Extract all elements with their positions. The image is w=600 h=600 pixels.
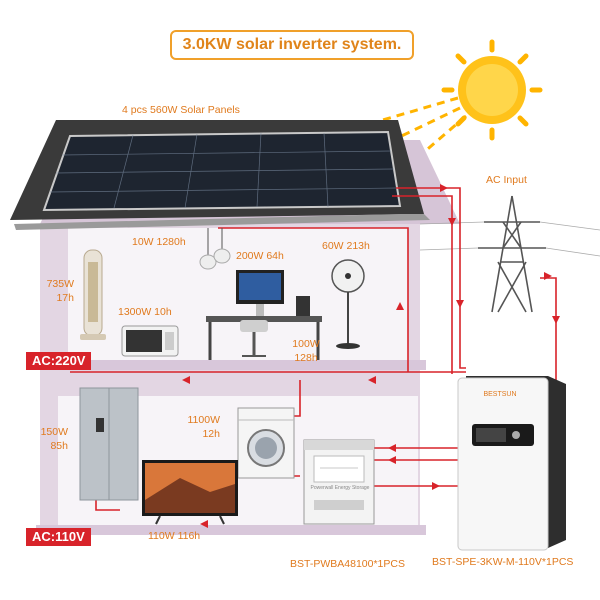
solar-panels-label: 4 pcs 560W Solar Panels	[122, 104, 240, 116]
tower-fan-icon	[80, 249, 106, 340]
stand-fan-label: 60W 213h	[322, 240, 370, 252]
diagram-title: 3.0KW solar inverter system.	[170, 30, 414, 60]
stand-fan-icon	[331, 259, 365, 349]
microwave-icon	[121, 325, 179, 357]
inverter-model-label: BST-SPE-3KW-M-110V*1PCS	[432, 556, 574, 568]
power-tower-icon	[419, 195, 600, 313]
sun-icon	[441, 39, 543, 141]
tv-label: 110W 116h	[148, 530, 201, 542]
desk-with-computer-icon	[206, 270, 322, 360]
fridge-hours: 85h	[50, 440, 68, 452]
fridge-watts: 150W	[40, 426, 68, 438]
ceiling-lamp-label: 10W 1280h	[132, 236, 186, 248]
washer-hours: 12h	[202, 428, 220, 440]
battery-model-label: BST-PWBA48100*1PCS	[290, 558, 405, 570]
microwave-label: 1300W 10h	[118, 306, 172, 318]
tv-icon	[142, 460, 238, 525]
monitor-label: 200W 64h	[236, 250, 284, 262]
voltage-badge-220v: AC:220V	[26, 352, 92, 370]
inverter-icon: BESTSUN	[457, 376, 566, 551]
battery-panel-text: Powerwall Energy Storage	[310, 485, 370, 491]
tower-fan-watts: 735W	[46, 278, 74, 290]
tower-fan-hours: 17h	[56, 292, 74, 304]
ac-input-label: AC Input	[486, 174, 527, 186]
speaker-hours: 128h	[294, 352, 318, 364]
ceiling-lamp-icon	[199, 228, 231, 270]
fridge-icon	[79, 387, 139, 501]
speaker-watts: 100W	[292, 338, 320, 350]
battery-icon	[303, 439, 375, 525]
washer-watts: 1100W	[187, 414, 221, 426]
title-text: 3.0KW solar inverter system.	[182, 36, 402, 53]
inverter-brand-text: BESTSUN	[483, 391, 516, 398]
voltage-badge-110v: AC:110V	[26, 528, 91, 546]
solar-panels	[42, 130, 402, 212]
washing-machine-icon	[237, 407, 295, 479]
